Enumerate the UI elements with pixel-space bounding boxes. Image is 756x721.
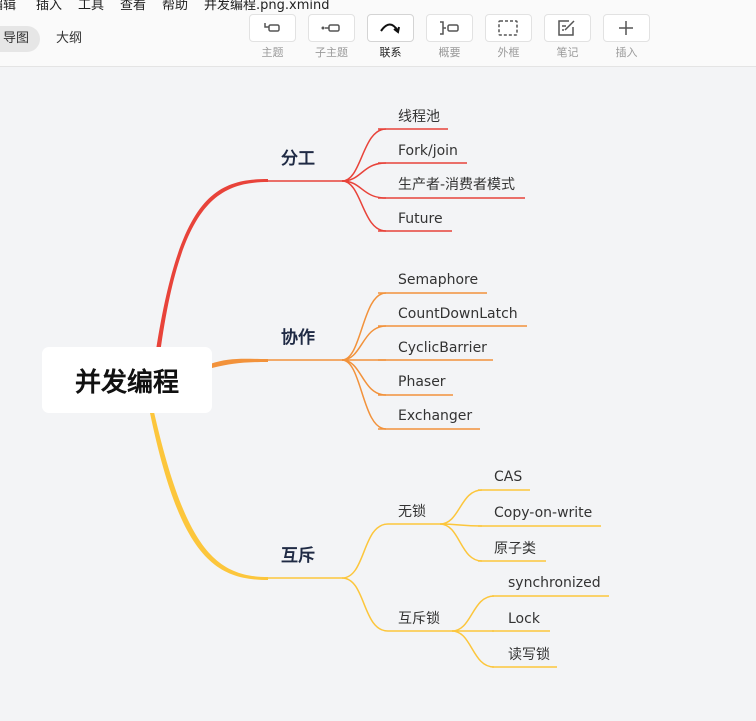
menu-edit[interactable]: 编辑: [0, 0, 17, 13]
subtopic-thread-pool[interactable]: 线程池: [398, 109, 440, 125]
top-toolbar-area: 编辑 插入 工具 查看 帮助 并发编程.png.xmind 导图 大纲 主题 子…: [0, 0, 756, 67]
branch-topic-mutex[interactable]: 互斥: [281, 546, 315, 566]
topic-label: 主题: [261, 46, 284, 59]
subtopic-lock[interactable]: Lock: [508, 611, 541, 627]
relationship-label: 联系: [379, 46, 402, 59]
summary-button-frame: [426, 14, 473, 42]
cooperation-connectors: [268, 292, 527, 430]
subtopic-icon: [321, 24, 340, 32]
menu-help[interactable]: 帮助: [162, 0, 189, 13]
branch-topic-cooperation[interactable]: 协作: [281, 327, 315, 348]
note-button[interactable]: 笔记: [544, 14, 591, 60]
summary-button[interactable]: 概要: [426, 14, 473, 60]
tab-mindmap[interactable]: 导图: [0, 26, 40, 52]
note-label: 笔记: [556, 46, 579, 59]
subtopic-atomic-classes[interactable]: 原子类: [494, 541, 536, 557]
boundary-label: 外框: [497, 46, 520, 59]
insert-label: 插入: [615, 46, 638, 59]
subtopic-semaphore[interactable]: Semaphore: [398, 272, 478, 288]
division-connectors: [268, 128, 525, 232]
plus-icon: [619, 21, 633, 35]
relationship-icon: [380, 23, 400, 34]
menu-tools[interactable]: 工具: [78, 0, 105, 13]
subtopic-mutex-lock[interactable]: 互斥锁: [398, 611, 440, 627]
subtopic-cas[interactable]: CAS: [494, 469, 522, 485]
branch-connector-mutex: [150, 412, 268, 580]
menu-view[interactable]: 查看: [120, 0, 147, 13]
subtopic-future[interactable]: Future: [398, 211, 443, 227]
summary-label: 概要: [438, 46, 461, 59]
insert-button[interactable]: 插入: [603, 14, 650, 60]
tab-outline[interactable]: 大纲: [56, 31, 83, 46]
subtopic-button-frame: [308, 14, 355, 42]
subtopic-copy-on-write[interactable]: Copy-on-write: [494, 505, 592, 521]
topic-button-frame: [249, 14, 296, 42]
branch-connector-cooperation: [210, 358, 268, 368]
subtopic-button[interactable]: 子主题: [308, 14, 355, 60]
subtopic-cyclicbarrier[interactable]: CyclicBarrier: [398, 340, 487, 356]
subtopic-exchanger[interactable]: Exchanger: [398, 408, 472, 424]
subtopic-lock-free[interactable]: 无锁: [398, 504, 426, 520]
branch-connector-division: [156, 179, 268, 354]
relationship-button[interactable]: 联系: [367, 14, 414, 60]
central-topic-label: 并发编程: [75, 367, 179, 398]
subtopic-label: 子主题: [315, 46, 348, 59]
subtopic-rw-lock[interactable]: 读写锁: [508, 646, 550, 663]
boundary-button-frame: [485, 14, 532, 42]
note-icon: [558, 20, 575, 36]
subtopic-phaser[interactable]: Phaser: [398, 374, 446, 390]
subtopic-producer-consumer[interactable]: 生产者-消费者模式: [398, 177, 515, 193]
subtopic-synchronized[interactable]: synchronized: [508, 575, 601, 591]
branch-topic-division[interactable]: 分工: [281, 149, 315, 169]
boundary-button[interactable]: 外框: [485, 14, 532, 60]
topic-icon: [264, 23, 280, 32]
mutex-connectors: [268, 489, 609, 668]
file-title: 并发编程.png.xmind: [204, 0, 330, 13]
relationship-button-frame: [367, 14, 414, 42]
menu-insert[interactable]: 插入: [36, 0, 63, 13]
topic-button[interactable]: 主题: [249, 14, 296, 60]
boundary-icon: [498, 20, 518, 36]
summary-icon: [440, 21, 459, 35]
subtopic-fork-join[interactable]: Fork/join: [398, 143, 458, 159]
mindmap-canvas[interactable]: 并发编程 分工 线程池 Fork/join 生产者-消费者模式 Future 协…: [0, 67, 756, 721]
central-topic-box[interactable]: [42, 347, 212, 413]
subtopic-countdownlatch[interactable]: CountDownLatch: [398, 306, 518, 322]
